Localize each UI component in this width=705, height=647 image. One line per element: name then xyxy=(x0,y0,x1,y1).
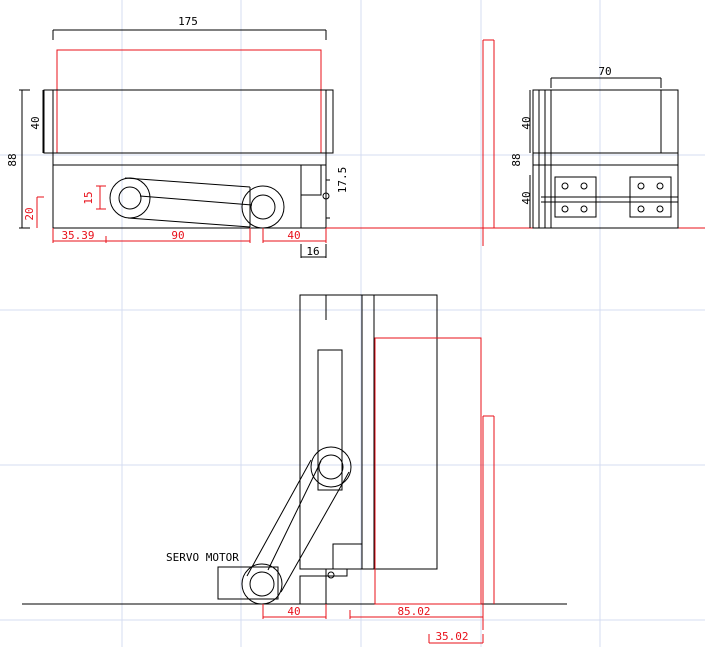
side-view: 70 40 88 40 xyxy=(510,65,679,229)
dim-90: 90 xyxy=(171,229,184,242)
dim-40-side-lower: 40 xyxy=(520,191,533,204)
dim-40-front: 40 xyxy=(287,229,300,242)
dim-40-side-upper: 40 xyxy=(520,116,533,129)
dim-20: 20 xyxy=(23,207,36,220)
dim-175: 175 xyxy=(178,15,198,28)
dim-15: 15 xyxy=(82,191,95,204)
dim-88: 88 xyxy=(6,153,19,166)
dim-17-5: 17.5 xyxy=(336,167,349,194)
dim-85-02: 85.02 xyxy=(397,605,430,618)
dim-40-bottom: 40 xyxy=(287,605,300,618)
front-view: 175 88 40 20 xyxy=(6,15,705,258)
dim-70: 70 xyxy=(598,65,611,78)
bottom-view: SERVO MOTOR 40 85.02 35.02 xyxy=(22,294,567,644)
dim-88-side: 88 xyxy=(510,153,523,166)
red-post-top xyxy=(482,39,495,246)
dim-16: 16 xyxy=(306,245,319,258)
dim-35-02: 35.02 xyxy=(435,630,468,643)
dim-40-left: 40 xyxy=(29,116,42,129)
dim-35-39: 35.39 xyxy=(61,229,94,242)
servo-motor-label: SERVO MOTOR xyxy=(166,551,239,564)
